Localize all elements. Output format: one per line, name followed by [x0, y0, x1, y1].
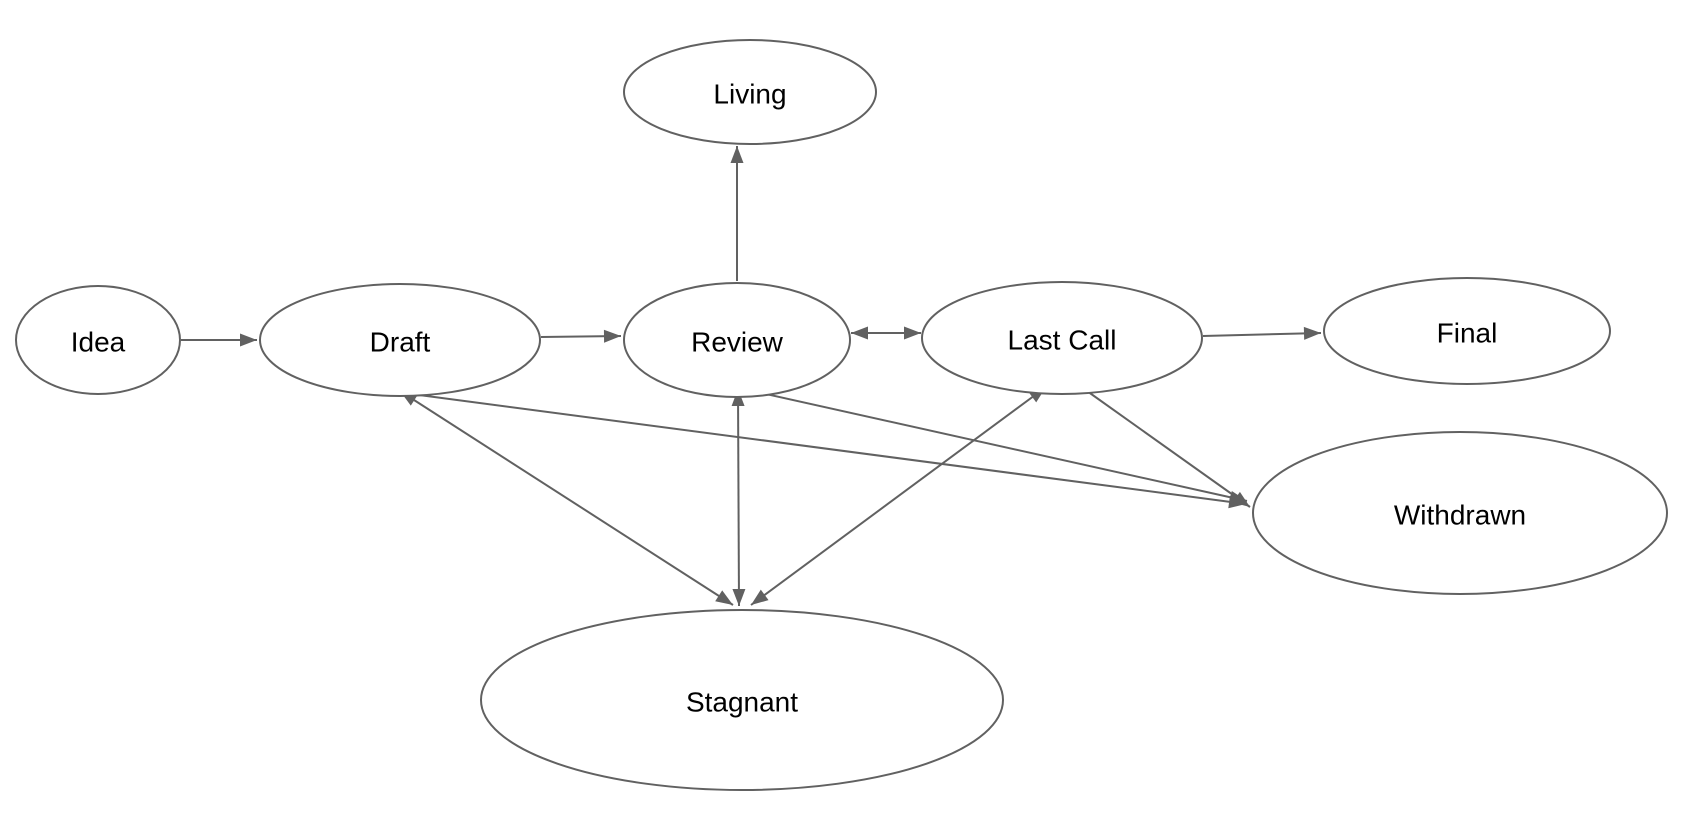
edge-last-call-final [1202, 332, 1322, 337]
node-stagnant-label: Stagnant [686, 687, 798, 718]
edge-draft-withdrawn [403, 392, 1247, 505]
node-review [623, 282, 851, 398]
node-final-label: Final [1437, 318, 1498, 349]
edge-draft-stagnant [399, 390, 734, 606]
arrowhead-review-living [730, 146, 744, 163]
node-living [623, 39, 877, 145]
node-draft-label: Draft [370, 327, 431, 358]
arrowhead-draft-review [603, 329, 621, 343]
arrowhead-review-last-call [904, 326, 921, 340]
arrowhead-last-call-withdrawn [1232, 491, 1250, 507]
edge-stagnant-last-call [750, 386, 1047, 606]
arrowhead-draft-stagnant [715, 590, 733, 605]
arrowhead-last-call-review [851, 326, 868, 340]
node-draft [259, 283, 541, 397]
node-withdrawn [1252, 431, 1668, 595]
node-last-call-label: Last Call [1008, 325, 1117, 356]
edge-review-stagnant [737, 388, 740, 607]
arrowhead-last-call-stagnant [751, 589, 769, 605]
node-living-label: Living [713, 79, 786, 110]
edge-review-withdrawn [747, 389, 1248, 502]
node-idea [15, 285, 181, 395]
arrowhead-last-call-final [1303, 326, 1321, 340]
arrowhead-idea-draft [240, 333, 257, 347]
node-withdrawn-label: Withdrawn [1394, 500, 1526, 531]
arrowhead-review-stagnant [732, 588, 746, 606]
node-stagnant [480, 609, 1004, 791]
node-final [1323, 277, 1611, 385]
node-review-label: Review [691, 327, 784, 358]
edge-last-call-withdrawn [1086, 390, 1251, 508]
node-last-call [921, 281, 1203, 395]
node-idea-label: Idea [71, 327, 126, 358]
